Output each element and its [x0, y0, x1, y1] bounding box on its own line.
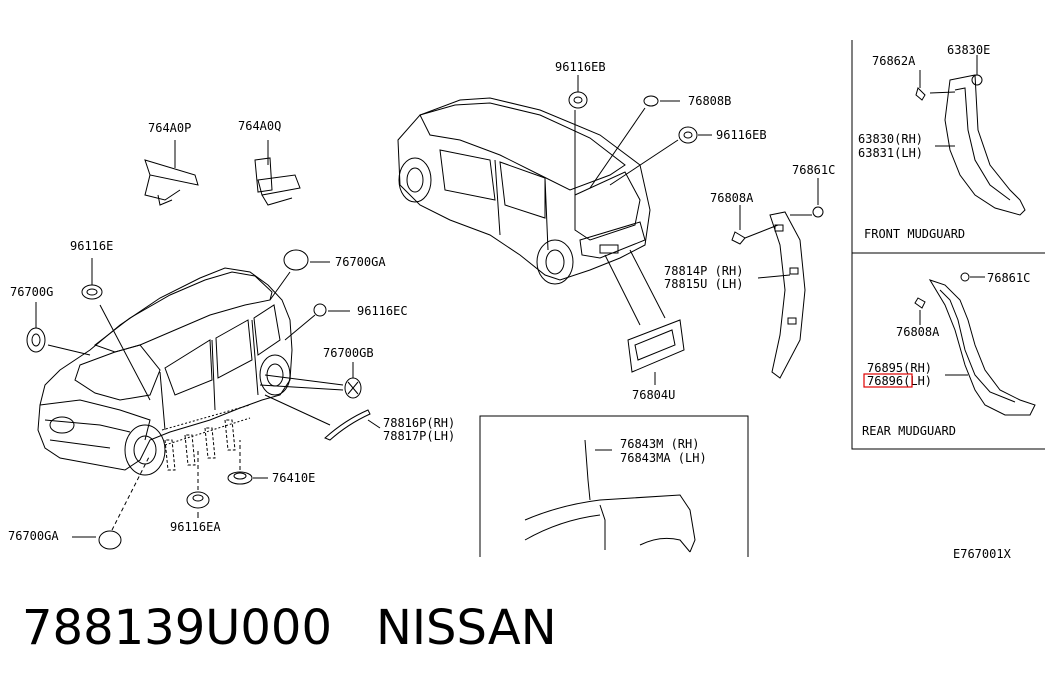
plug-76808b-drawing — [589, 95, 680, 189]
label-76700gb: 76700GB — [323, 346, 374, 360]
label-764a0q: 764A0Q — [238, 119, 281, 133]
plug-96116eb-top-drawing — [568, 75, 588, 195]
label-76808a-rear: 76808A — [896, 325, 940, 339]
middle-car-illustration — [397, 97, 651, 285]
label-76804u: 76804U — [632, 388, 675, 402]
part-labels: 764A0P 764A0Q 96116E 76700G 76700GA 9611… — [8, 43, 1030, 561]
diagram-code: E767001X — [953, 547, 1012, 561]
label-764a0p: 764A0P — [148, 121, 191, 135]
label-76700g: 76700G — [10, 285, 53, 299]
label-78814p: 78814P (RH) — [664, 264, 743, 278]
footer-brand: NISSAN — [375, 600, 557, 656]
label-76700ga-bottom: 76700GA — [8, 529, 59, 543]
label-76861c-mid: 76861C — [792, 163, 835, 177]
plug-76410e-drawing — [227, 440, 268, 485]
garnish-76804u-drawing — [604, 249, 685, 385]
moulding-78816p-drawing — [264, 394, 381, 441]
footer-part-number: 788139U000 — [22, 600, 332, 656]
label-78815u: 78815U (LH) — [664, 277, 743, 291]
label-78817p: 78817P(LH) — [383, 429, 455, 443]
plug-96116eb-right-drawing — [609, 126, 712, 186]
flap-78814p-drawing — [744, 211, 812, 379]
clip-76808a-mid-drawing — [731, 205, 746, 245]
front-mudguard-title: FRONT MUDGUARD — [864, 227, 965, 241]
clip-764a0q-drawing — [254, 140, 301, 206]
label-76895: 76895(RH) — [867, 361, 932, 375]
label-76843ma: 76843MA (LH) — [620, 451, 707, 465]
plug-76700ga-bottom-drawing — [72, 454, 151, 550]
label-76843m: 76843M (RH) — [620, 437, 699, 451]
label-76808b: 76808B — [688, 94, 731, 108]
label-96116ec: 96116EC — [357, 304, 408, 318]
plug-76700ga-top-drawing — [269, 249, 330, 301]
rear-mudguard-title: REAR MUDGUARD — [862, 424, 956, 438]
plug-96116ea-drawing — [186, 450, 210, 518]
label-76700ga-top: 76700GA — [335, 255, 386, 269]
label-63830: 63830(RH) — [858, 132, 923, 146]
plug-76700g-drawing — [26, 302, 91, 356]
left-car-illustration — [37, 267, 293, 476]
label-76862a: 76862A — [872, 54, 916, 68]
clip-764a0p-drawing — [144, 140, 199, 206]
label-63830e: 63830E — [947, 43, 990, 57]
label-76410e: 76410E — [272, 471, 315, 485]
label-78816p: 78816P(RH) — [383, 416, 455, 430]
plug-96116e-drawing — [81, 258, 151, 401]
antenna-inset-frame — [479, 415, 749, 557]
label-63831: 63831(LH) — [858, 146, 923, 160]
footer-caption: 788139U000 NISSAN — [22, 600, 557, 656]
label-96116eb-right: 96116EB — [716, 128, 767, 142]
label-76861c-rear: 76861C — [987, 271, 1030, 285]
label-96116e: 96116E — [70, 239, 113, 253]
highlight-box — [863, 373, 913, 388]
label-96116ea: 96116EA — [170, 520, 221, 534]
rear-mudguard-panel — [851, 253, 1045, 450]
plug-76700gb-drawing — [259, 362, 362, 399]
label-76808a-mid: 76808A — [710, 191, 754, 205]
plug-96116ec-drawing — [284, 303, 350, 341]
nut-76861c-mid-drawing — [812, 178, 824, 218]
label-96116eb-top: 96116EB — [555, 60, 606, 74]
label-76896: 76896(LH) — [867, 374, 932, 388]
